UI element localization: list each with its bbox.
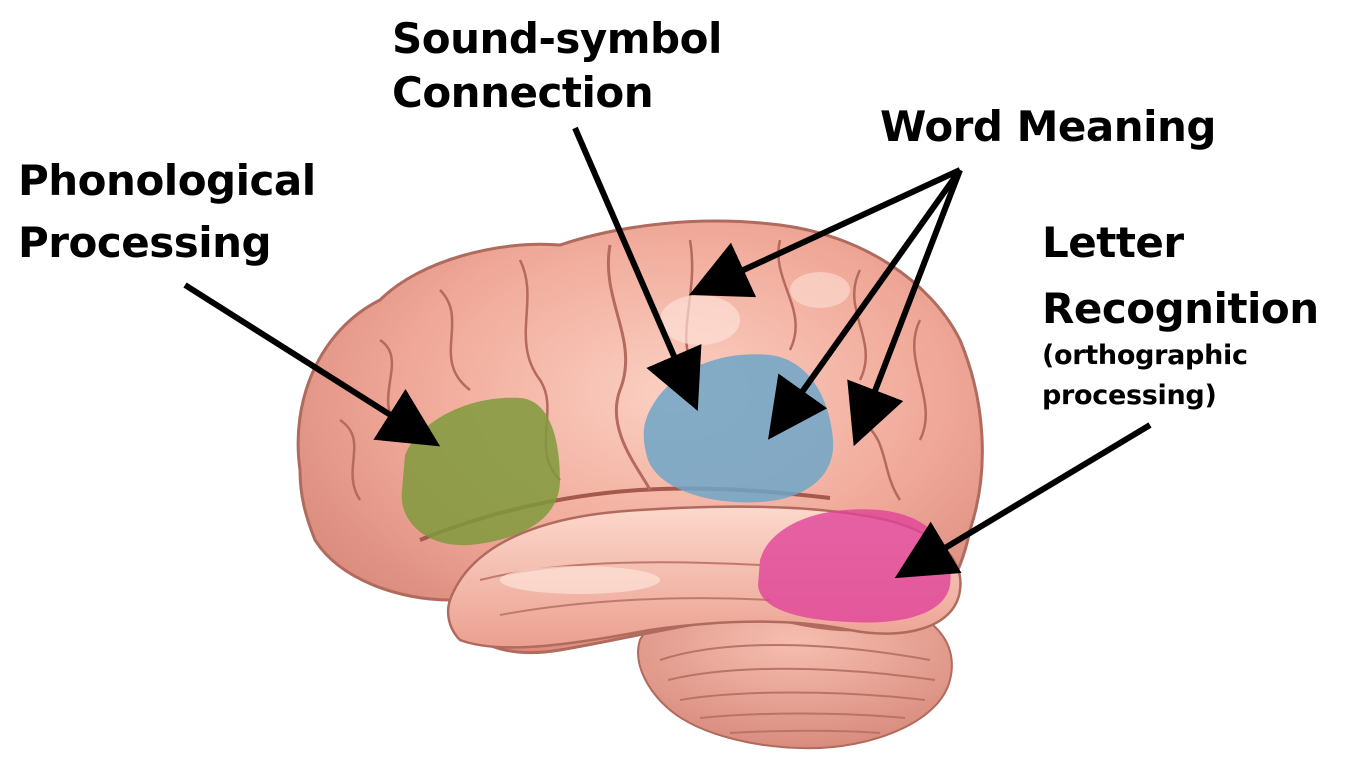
- letter-recognition-label-line2: Recognition: [1042, 288, 1319, 330]
- phonological-label-line2: Processing: [18, 222, 271, 264]
- sound-symbol-label-line2: Connection: [392, 72, 653, 114]
- letter-recognition-label-line1: Letter: [1042, 222, 1184, 264]
- phonological-label-line1: Phonological: [18, 160, 316, 202]
- word-meaning-label: Word Meaning: [880, 106, 1216, 148]
- sound-symbol-label-line1: Sound-symbol: [392, 18, 722, 60]
- letter-recognition-label-line4: processing): [1042, 382, 1217, 409]
- letter-recognition-label-line3: (orthographic: [1042, 342, 1248, 369]
